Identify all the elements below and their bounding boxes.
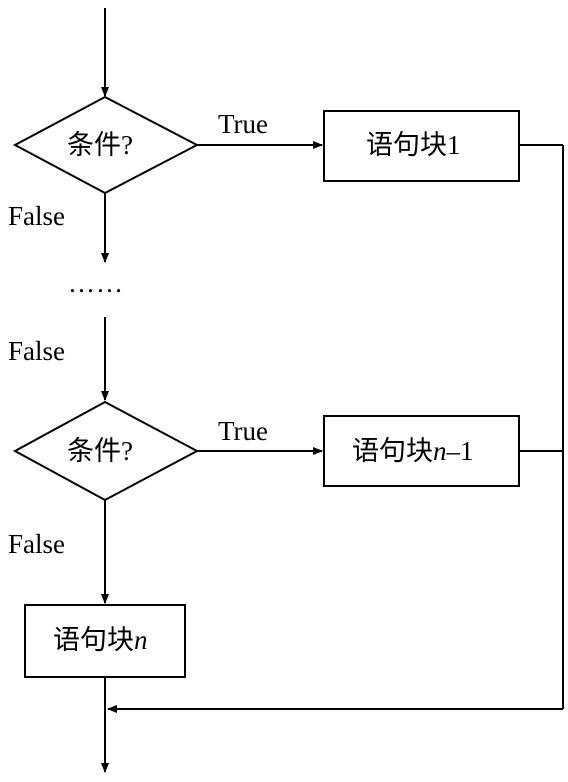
block-n-minus-1-suffix: –1 [446, 436, 474, 466]
decision-2-label: 条件? [67, 436, 133, 466]
block-n-minus-1-prefix: 语句块 [352, 436, 433, 466]
block-n-var: n [134, 625, 148, 655]
block-n-minus-1-var: n [433, 436, 447, 466]
ellipsis: …… [68, 268, 124, 298]
statement-block-1-label: 语句块1 [366, 130, 461, 160]
true-label-2: True [218, 416, 269, 446]
true-label-1: True [218, 109, 269, 139]
decision-1-label: 条件? [67, 130, 133, 160]
block-n-prefix: 语句块 [53, 625, 134, 655]
statement-block-n-minus-1-label: 语句块n–1 [352, 438, 474, 465]
false-label-2: False [8, 336, 65, 366]
statement-block-1 [323, 110, 520, 182]
statement-block-n-label: 语句块n [53, 627, 148, 654]
false-label-1: False [8, 201, 65, 231]
false-label-3: False [8, 529, 65, 559]
statement-block-n-minus-1 [323, 415, 520, 487]
